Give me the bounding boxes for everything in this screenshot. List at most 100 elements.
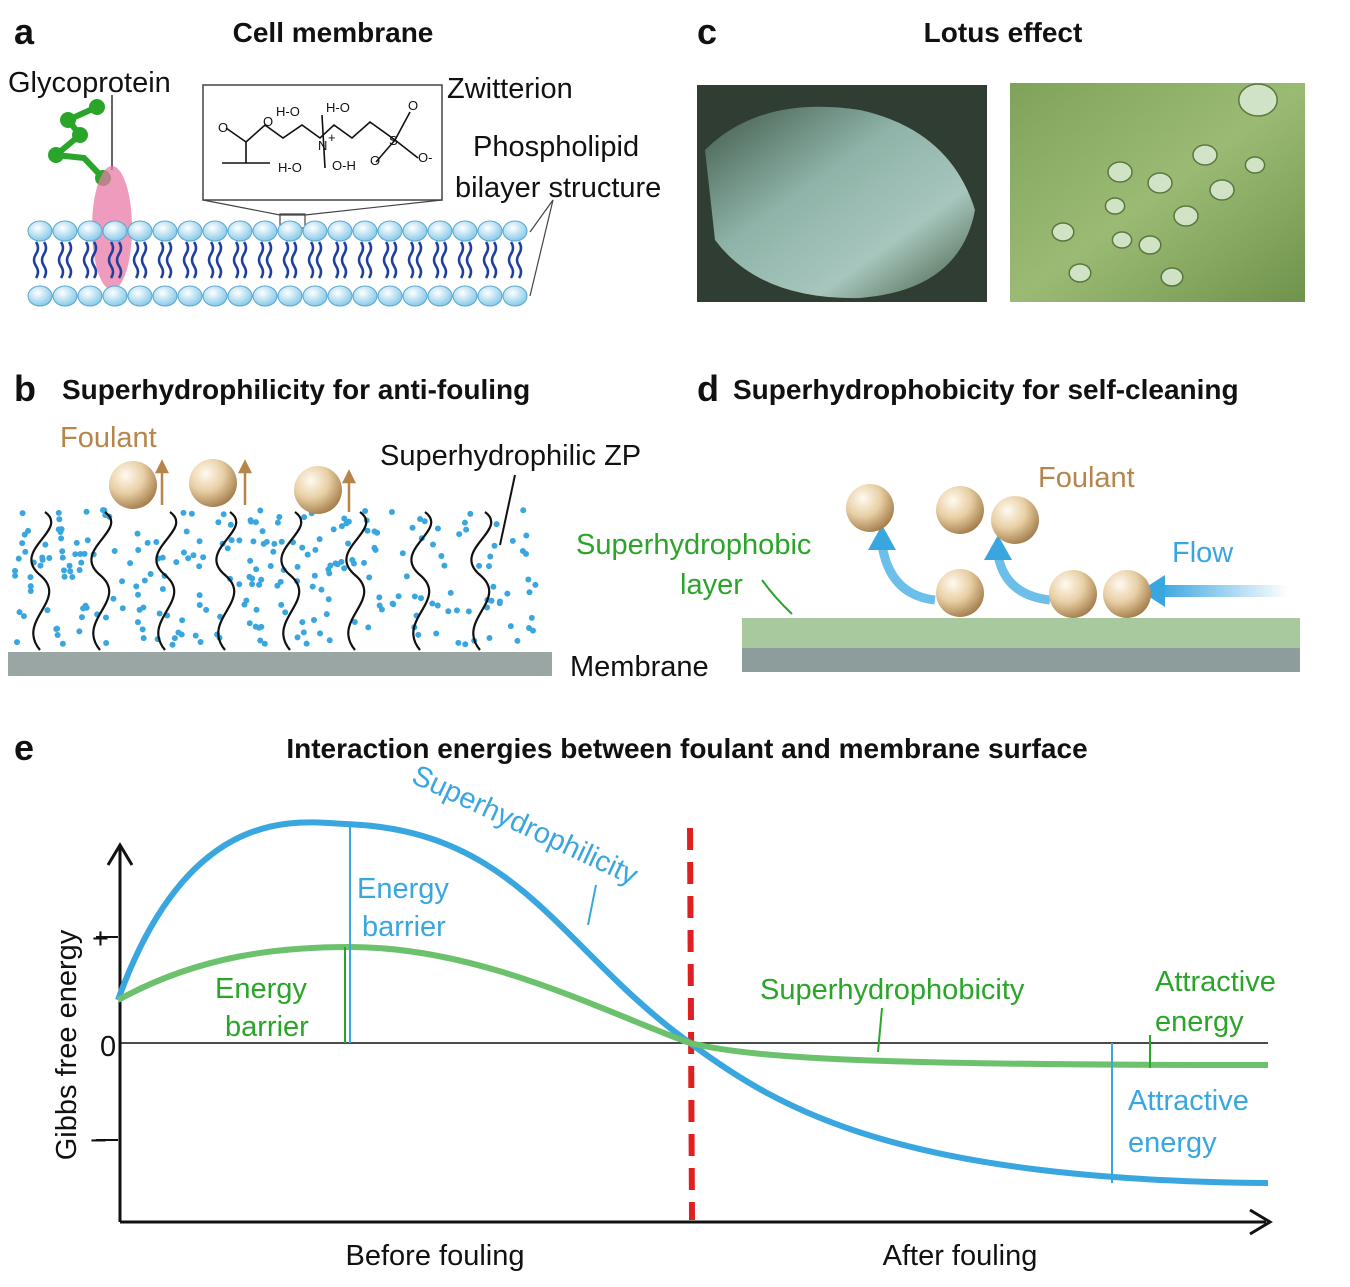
water-molecule: [249, 581, 256, 588]
lipid-head: [177, 285, 203, 307]
foulant-label: Foulant: [60, 422, 157, 454]
water-molecule: [236, 537, 243, 544]
energy-arrows: [344, 822, 1151, 1183]
water-molecule: [485, 563, 492, 570]
zwitterion-box: [202, 84, 443, 201]
water-molecule: [196, 592, 203, 599]
lotus-leaf-photo: [697, 85, 987, 302]
water-molecule: [362, 508, 369, 515]
water-molecule: [22, 548, 29, 555]
water-molecule: [447, 589, 454, 596]
water-molecule: [276, 514, 283, 521]
droplet: [1160, 267, 1184, 287]
water-molecule: [19, 510, 26, 517]
water-molecule: [59, 640, 66, 647]
zp-label: Superhydrophilic ZP: [380, 440, 641, 472]
water-molecule: [258, 576, 265, 583]
panel-label-e: e: [14, 727, 34, 768]
water-molecule: [317, 630, 324, 637]
water-molecule: [140, 635, 147, 642]
water-molecule: [476, 562, 483, 569]
y-axis-label: Gibbs free energy: [51, 929, 83, 1160]
attractive-energy-blue: Attractive: [1128, 1085, 1249, 1117]
water-molecule: [171, 635, 178, 642]
water-molecule: [311, 572, 318, 579]
water-molecule: [445, 608, 452, 615]
water-molecule: [257, 637, 264, 644]
water-molecule: [140, 604, 147, 611]
attractive-energy-blue-2: energy: [1128, 1127, 1217, 1159]
superhydrophilicity-curve: [115, 819, 1269, 1186]
superhydrophobic-layer: [742, 618, 1300, 648]
water-molecule: [260, 540, 267, 547]
water-molecule: [282, 609, 289, 616]
water-molecule: [196, 602, 203, 609]
water-molecule: [351, 618, 358, 625]
water-molecule: [462, 641, 469, 648]
axes: [96, 842, 1273, 1236]
water-molecule: [135, 591, 142, 598]
water-molecule: [270, 548, 277, 555]
water-molecule: [278, 538, 285, 545]
water-molecule: [261, 640, 268, 647]
energy-barrier-green: Energy: [215, 973, 307, 1005]
lipid-head: [327, 220, 353, 242]
water-molecule: [55, 509, 62, 516]
chem-o: O: [218, 120, 228, 135]
water-molecule: [248, 518, 255, 525]
water-molecule: [523, 532, 530, 539]
bilayer-label: bilayer structure: [455, 172, 661, 204]
water-molecule: [529, 627, 536, 634]
droplet: [1238, 83, 1278, 117]
water-molecule: [58, 535, 65, 542]
polymer-chain: [30, 511, 53, 651]
panel-d: d Superhydrophobicity for self-cleaning …: [570, 368, 1300, 683]
water-molecule: [312, 546, 319, 553]
water-molecule: [81, 550, 88, 557]
water-molecule: [178, 631, 185, 638]
water-molecule: [60, 567, 67, 574]
water-molecule: [271, 540, 278, 547]
water-molecule: [323, 611, 330, 618]
lipid-head: [502, 285, 528, 307]
water-molecule: [438, 553, 445, 560]
water-molecule: [61, 573, 68, 580]
water-molecule: [316, 536, 323, 543]
water-molecule: [299, 544, 306, 551]
water-molecule: [257, 507, 264, 514]
water-molecule: [409, 524, 416, 531]
chem-o-minus: O-: [418, 150, 432, 165]
chem-o: O: [408, 98, 418, 113]
water-molecule: [20, 613, 27, 620]
membrane-label: Membrane: [570, 651, 709, 683]
water-molecule: [133, 583, 140, 590]
water-molecule: [55, 526, 62, 533]
water-molecule: [78, 559, 85, 566]
water-molecule: [250, 538, 257, 545]
droplet: [1068, 263, 1092, 283]
water-molecule: [247, 557, 254, 564]
lipid-head: [252, 285, 278, 307]
lipid-head: [302, 285, 328, 307]
chem-n-charge: +: [328, 130, 336, 145]
water-molecule: [147, 571, 154, 578]
water-molecule: [76, 566, 83, 573]
water-molecule: [277, 578, 284, 585]
panel-a-title: Cell membrane: [233, 17, 434, 48]
flow-label: Flow: [1172, 537, 1234, 569]
water-molecule: [525, 576, 532, 583]
water-molecule: [72, 551, 79, 558]
lipid-head: [402, 220, 428, 242]
lipid-head: [102, 285, 128, 307]
panel-c: c Lotus effect: [697, 11, 1305, 302]
chem-s: S: [389, 133, 398, 148]
water-molecule: [519, 547, 526, 554]
polymer-chain: [280, 511, 303, 651]
water-molecule: [192, 632, 199, 639]
water-molecule: [256, 581, 263, 588]
superhydrophobic-layer-label: Superhydrophobic: [576, 529, 811, 561]
water-molecule: [56, 516, 63, 523]
water-molecule: [461, 519, 468, 526]
water-molecule: [496, 600, 503, 607]
